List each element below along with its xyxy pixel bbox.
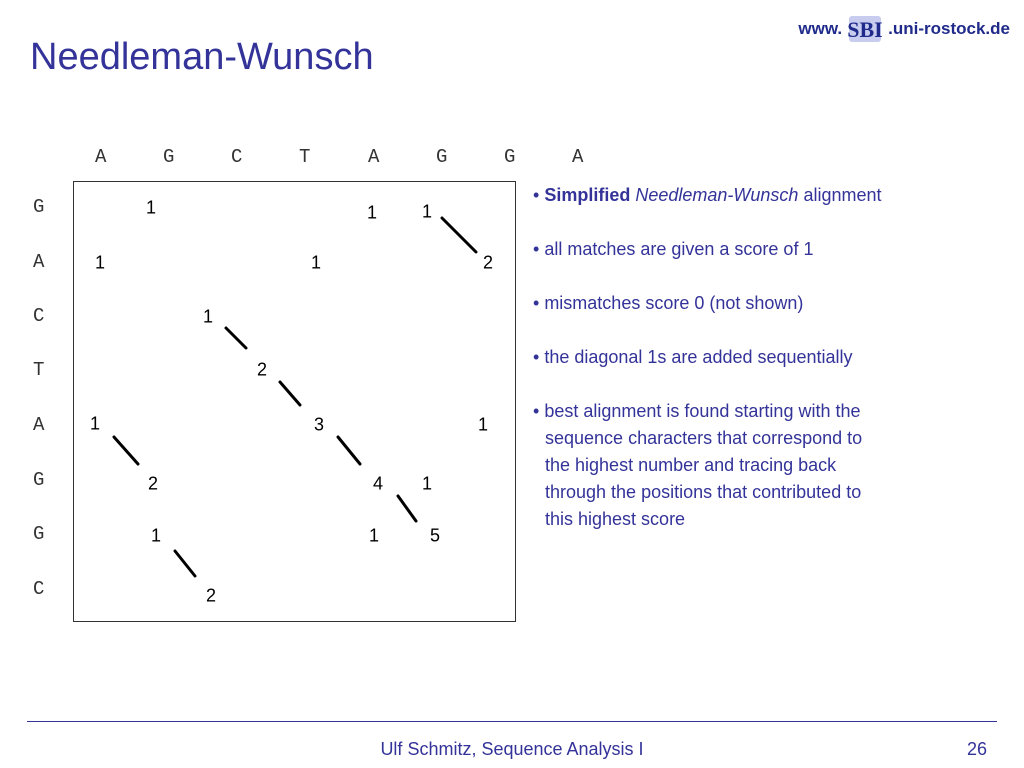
- bullet-line: the highest number and tracing back: [545, 455, 837, 475]
- row-header-7: G: [33, 523, 45, 545]
- row-header-4: T: [33, 359, 45, 381]
- row-header-6: G: [33, 469, 45, 491]
- col-header-5: A: [368, 146, 380, 168]
- page-number: 26: [966, 739, 987, 759]
- matrix-cell: 1: [310, 252, 322, 273]
- matrix-cell: 1: [421, 473, 433, 494]
- bullet-item: • the diagonal 1s are added sequentially: [533, 347, 853, 367]
- col-header-3: C: [231, 146, 243, 168]
- trace-line: [112, 435, 140, 466]
- matrix-cell: 2: [147, 473, 159, 494]
- sbi-logo: www. SBI .uni-rostock.de: [798, 14, 1010, 44]
- matrix-cell: 2: [205, 585, 217, 606]
- score-matrix: [73, 181, 516, 622]
- bullet-text: mismatches score 0 (not shown): [544, 293, 804, 313]
- trace-line: [278, 380, 302, 407]
- logo-prefix: www.: [798, 19, 843, 38]
- bullet-item: • Simplified Needleman-Wunsch alignment: [533, 185, 882, 205]
- matrix-cell: 1: [94, 252, 106, 273]
- slide-title: Needleman-Wunsch: [30, 36, 374, 78]
- row-header-2: A: [33, 251, 45, 273]
- matrix-cell: 1: [202, 306, 214, 327]
- col-header-2: G: [163, 146, 175, 168]
- matrix-cell: 1: [150, 525, 162, 546]
- matrix-cell: 1: [366, 202, 378, 223]
- trace-line: [440, 216, 478, 254]
- matrix-cell: 2: [482, 252, 494, 273]
- row-header-1: G: [33, 196, 45, 218]
- footer-divider: [27, 721, 997, 722]
- bullet-italic: Needleman-Wunsch: [635, 185, 799, 205]
- bullet-item: • best alignment is found starting with …: [533, 398, 983, 533]
- trace-line: [336, 435, 362, 466]
- row-header-5: A: [33, 414, 45, 436]
- bullet-line: this highest score: [545, 509, 686, 529]
- bullet-line: sequence characters that correspond to: [545, 428, 863, 448]
- bullet-text: the diagonal 1s are added sequentially: [544, 347, 853, 367]
- col-header-1: A: [95, 146, 107, 168]
- row-header-3: C: [33, 305, 45, 327]
- bullet-rest: alignment: [803, 185, 882, 205]
- bullet-text: all matches are given a score of 1: [544, 239, 814, 259]
- bullet-item: • all matches are given a score of 1: [533, 239, 814, 259]
- matrix-cell: 1: [368, 525, 380, 546]
- col-header-7: G: [504, 146, 516, 168]
- bullet-list: • Simplified Needleman-Wunsch alignment …: [533, 182, 983, 560]
- matrix-cell: 2: [256, 359, 268, 380]
- bullet-item: • mismatches score 0 (not shown): [533, 293, 804, 313]
- logo-suffix: .uni-rostock.de: [888, 19, 1010, 38]
- matrix-cell: 5: [429, 525, 441, 546]
- col-header-4: T: [299, 146, 311, 168]
- bullet-bold: Simplified: [544, 185, 631, 205]
- trace-line: [396, 494, 418, 523]
- bullet-line: best alignment is found starting with th…: [544, 401, 861, 421]
- matrix-cell: 4: [372, 473, 384, 494]
- matrix-cell: 1: [89, 413, 101, 434]
- matrix-cell: 1: [477, 414, 489, 435]
- matrix-cell: 1: [421, 201, 433, 222]
- sbi-badge: SBI: [846, 14, 884, 44]
- footer-author: Ulf Schmitz, Sequence Analysis I: [380, 739, 644, 759]
- row-header-8: C: [33, 578, 45, 600]
- badge-text: SBI: [847, 17, 882, 42]
- matrix-cell: 3: [313, 414, 325, 435]
- trace-line: [224, 326, 248, 350]
- bullet-line: through the positions that contributed t…: [545, 482, 862, 502]
- col-header-8: A: [572, 146, 584, 168]
- col-header-6: G: [436, 146, 448, 168]
- matrix-cell: 1: [145, 197, 157, 218]
- trace-line: [173, 549, 197, 578]
